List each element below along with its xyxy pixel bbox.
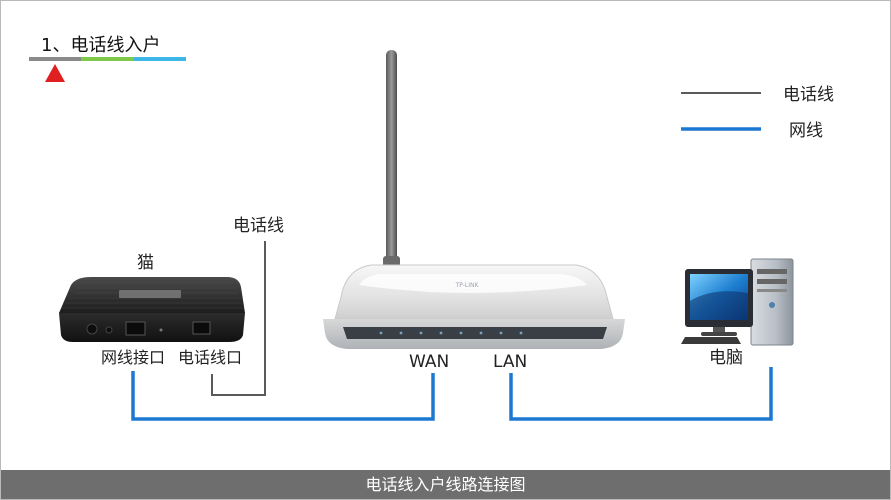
progress-segment-1[interactable] bbox=[29, 57, 81, 61]
phone-line-wire bbox=[211, 241, 266, 396]
computer-icon bbox=[681, 258, 794, 346]
modem-label: 猫 bbox=[137, 253, 154, 273]
diagram-caption: 电话线入户线路连接图 bbox=[1, 470, 890, 499]
router-wan-port-label: WAN bbox=[409, 352, 449, 372]
progress-segment-3[interactable] bbox=[134, 57, 186, 61]
progress-segment-2[interactable] bbox=[81, 57, 134, 61]
modem-to-wan-cable bbox=[131, 371, 435, 421]
router-brand-logo: TP-LINK bbox=[455, 282, 480, 289]
phone-line-label: 电话线 bbox=[233, 216, 284, 236]
network-diagram: 电话线 网线 bbox=[59, 50, 834, 421]
router-lan-port-label: LAN bbox=[493, 352, 527, 372]
progress-marker-icon bbox=[45, 64, 65, 82]
computer-label: 电脑 bbox=[709, 348, 743, 368]
lan-to-computer-cable bbox=[509, 367, 773, 421]
step-progress-bar bbox=[29, 57, 186, 61]
step-title: 1、电话线入户 bbox=[41, 35, 161, 56]
modem-icon bbox=[59, 277, 245, 342]
router-icon: TP-LINK bbox=[323, 50, 625, 349]
modem-phone-port-label: 电话线口 bbox=[178, 348, 242, 367]
legend-network-cable-label: 网线 bbox=[789, 121, 823, 141]
modem-lan-port-label: 网线接口 bbox=[101, 348, 165, 367]
legend: 电话线 网线 bbox=[681, 85, 834, 141]
legend-phone-line-label: 电话线 bbox=[783, 85, 834, 105]
